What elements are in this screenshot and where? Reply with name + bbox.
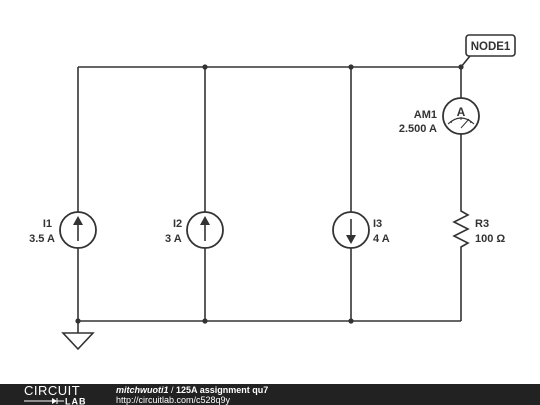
title-separator: / [168,385,177,395]
am1-reading: 2.500 A [399,123,437,135]
logo-text-lab: LAB [65,397,87,405]
wires [77,66,462,333]
i2-name: I2 [173,218,182,230]
ammeter-am1[interactable]: A AM1 2.500 A [399,97,480,135]
ground-icon [61,332,95,351]
resistor-zigzag-icon [452,207,470,253]
i3-name: I3 [373,218,382,230]
node1-label-text: NODE1 [471,41,511,53]
logo-text-circuit: CIRCUIT [24,384,80,398]
arrow-up-icon [200,216,210,225]
arrow-down-icon [346,235,356,244]
circuit-schematic: NODE1 I1 3.5 A I2 3 A I3 4 A A AM1 2.500… [29,34,516,351]
circuit-title[interactable]: 125A assignment qu7 [176,385,269,395]
junction-dot [348,64,354,70]
author-name[interactable]: mitchwuoti1 [116,385,169,395]
current-source-i3[interactable]: I3 4 A [332,211,390,249]
junction-dot [202,318,208,324]
arrow-up-icon [73,216,83,225]
footer-bar: CIRCUIT LAB mitchwuoti1 / 125A assignmen… [0,384,540,405]
junctions [75,64,464,324]
i2-value: 3 A [165,233,182,245]
circuit-url[interactable]: http://circuitlab.com/c528q9y [116,395,231,405]
i1-name: I1 [43,218,52,230]
circuitlab-logo[interactable]: CIRCUIT LAB [0,384,110,405]
r3-name: R3 [475,218,489,230]
ammeter-symbol: A [457,105,466,119]
diode-icon [52,398,57,404]
am1-name: AM1 [414,109,437,121]
node1-label: NODE1 [460,34,516,68]
footer-title-line: mitchwuoti1 / 125A assignment qu7 [116,385,268,395]
junction-dot [348,318,354,324]
i3-value: 4 A [373,233,390,245]
r3-value: 100 Ω [475,233,505,245]
i1-value: 3.5 A [29,233,55,245]
current-source-i1[interactable]: I1 3.5 A [29,211,97,249]
resistor-r3[interactable]: R3 100 Ω [452,207,505,253]
junction-dot [202,64,208,70]
footer-caption: mitchwuoti1 / 125A assignment qu7 http:/… [116,385,268,405]
junction-dot [75,318,81,324]
current-source-i2[interactable]: I2 3 A [165,211,224,249]
